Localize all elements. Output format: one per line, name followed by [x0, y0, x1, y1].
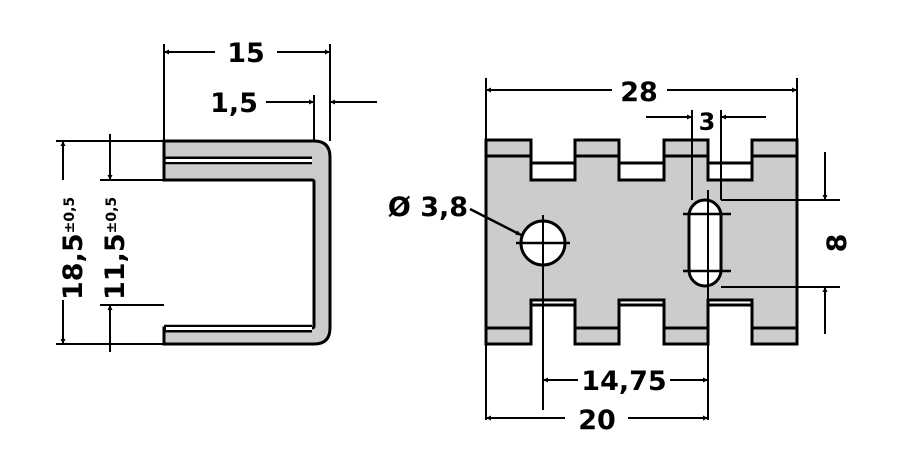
svg-text:11,5±0,5: 11,5±0,5: [100, 197, 131, 300]
svg-text:8: 8: [822, 234, 853, 253]
dim-outer-height-label: 18,5±0,5: [58, 197, 89, 300]
dim-slot-length-label: 8: [822, 234, 853, 253]
side-view: [56, 44, 377, 352]
dim-inner-height-label: 11,5±0,5: [100, 197, 131, 300]
dim-hole-to-slot-label: 14,75: [581, 366, 666, 397]
dim-total-width-label: 28: [620, 77, 658, 108]
dim-thickness-label: 1,5: [210, 88, 258, 119]
dim-edge-to-slot-label: 20: [578, 405, 616, 436]
svg-text:18,5±0,5: 18,5±0,5: [58, 197, 89, 300]
front-view: [469, 78, 840, 421]
u-profile-body: [162, 139, 332, 346]
dim-slot-width-label: 3: [699, 108, 716, 136]
mounting-slot: [687, 198, 723, 288]
dim-hole-diameter-label: Ø 3,8: [388, 192, 468, 223]
dim-width-label: 15: [227, 38, 265, 69]
